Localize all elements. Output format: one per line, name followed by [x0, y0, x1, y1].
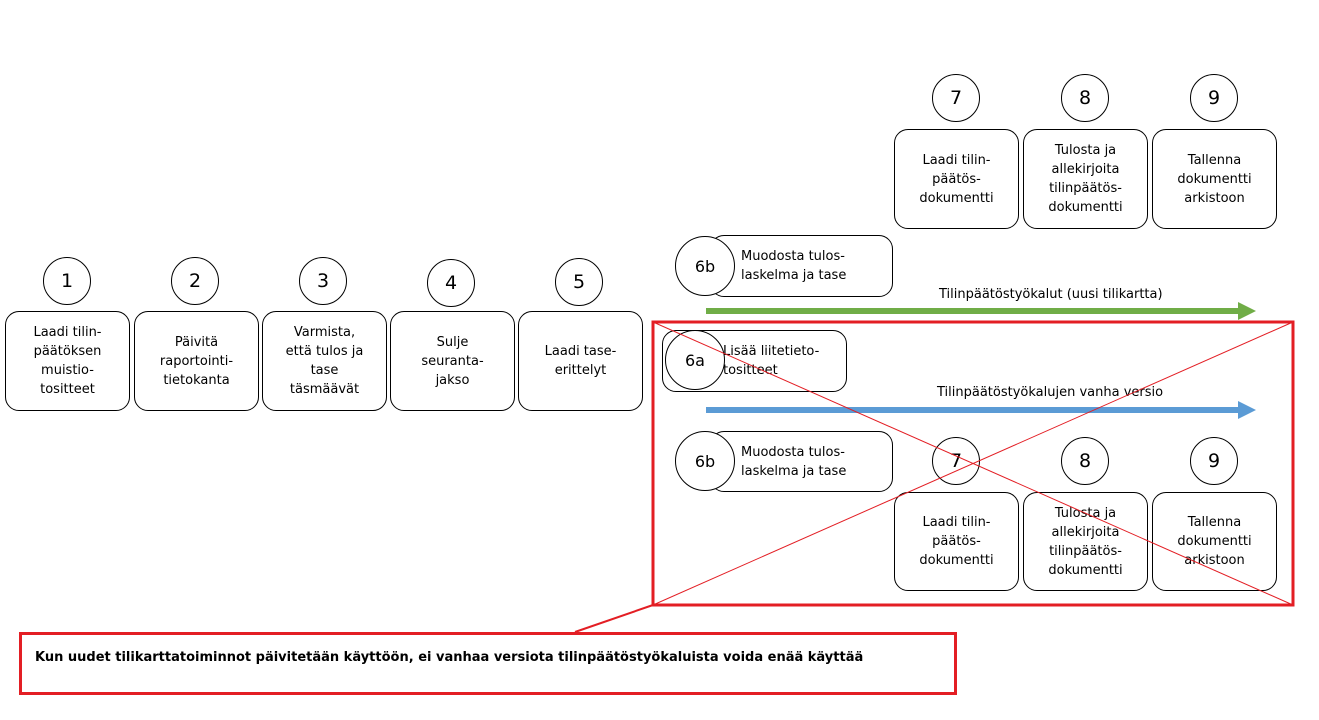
new-step-8-number: 8 — [1061, 74, 1109, 122]
old-step-9-box: Tallenna dokumentti arkistoon — [1152, 492, 1277, 591]
new-step-7-box: Laadi tilin- päätös- dokumentti — [894, 129, 1019, 229]
deprecated-frame — [651, 320, 1295, 607]
old-step-8-number: 8 — [1061, 437, 1109, 485]
step-4-box: Sulje seuranta- jakso — [390, 311, 515, 411]
callout-note: Kun uudet tilikarttatoiminnot päivitetää… — [19, 632, 957, 695]
callout-connector — [574, 604, 654, 633]
step-3-box: Varmista, että tulos ja tase täsmäävät — [262, 311, 387, 411]
new-step-6b-box: Muodosta tulos- laskelma ja tase — [710, 235, 893, 297]
step-5-number: 5 — [555, 258, 603, 306]
new-step-9-number: 9 — [1190, 74, 1238, 122]
new-flow-label: Tilinpäätöstyökalut (uusi tilikartta) — [939, 287, 1163, 302]
old-step-6a-number: 6a — [665, 330, 725, 390]
step-2-number: 2 — [171, 257, 219, 305]
old-step-9-number: 9 — [1190, 437, 1238, 485]
old-step-6b-number: 6b — [675, 431, 735, 491]
green-arrow-head — [1238, 302, 1256, 320]
old-step-6b-box: Muodosta tulos- laskelma ja tase — [710, 431, 893, 492]
step-1-number: 1 — [43, 257, 91, 305]
step-5-box: Laadi tase- erittelyt — [518, 311, 643, 411]
new-step-7-number: 7 — [932, 74, 980, 122]
new-step-6b-number: 6b — [675, 236, 735, 296]
old-flow-label: Tilinpäätöstyökalujen vanha versio — [937, 385, 1164, 400]
new-step-9-box: Tallenna dokumentti arkistoon — [1152, 129, 1277, 229]
step-3-number: 3 — [299, 257, 347, 305]
step-1-box: Laadi tilin- päätöksen muistio- tosittee… — [5, 311, 130, 411]
new-step-8-box: Tulosta ja allekirjoita tilinpäätös- dok… — [1023, 129, 1148, 229]
step-4-number: 4 — [427, 259, 475, 307]
cross-line-2 — [652, 321, 1294, 606]
step-2-box: Päivitä raportointi- tietokanta — [134, 311, 259, 411]
blue-arrow-head — [1238, 401, 1256, 419]
old-step-7-box: Laadi tilin- päätös- dokumentti — [894, 492, 1019, 591]
old-step-8-box: Tulosta ja allekirjoita tilinpäätös- dok… — [1023, 492, 1148, 591]
